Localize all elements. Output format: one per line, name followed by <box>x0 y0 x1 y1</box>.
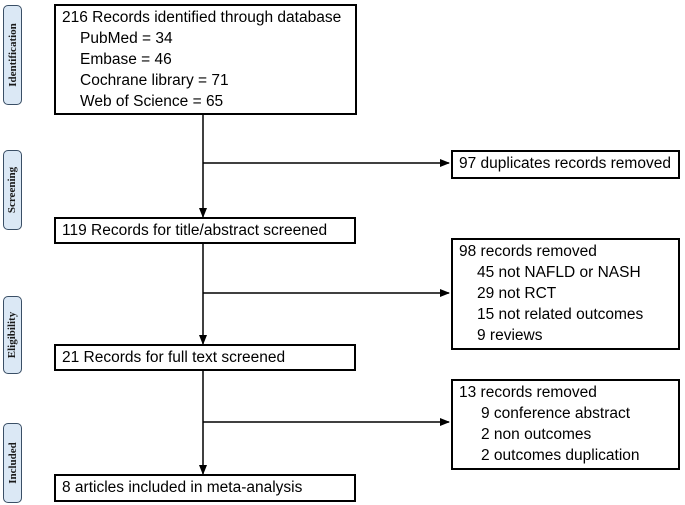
identification-box: 216 Records identified through database … <box>54 4 357 115</box>
duplicates-box: 97 duplicates records removed <box>451 150 680 179</box>
included-text: 8 articles included in meta-analysis <box>62 479 303 496</box>
duplicates-text: 97 duplicates records removed <box>459 155 671 172</box>
removed-1-item: 29 not RCT <box>477 285 557 302</box>
fulltext-text: 21 Records for full text screened <box>62 349 286 366</box>
removed-1-item: 45 not NAFLD or NASH <box>477 264 641 281</box>
removed-box-2: 13 records removed 9 conference abstract… <box>451 379 680 470</box>
screened-text: 119 Records for title/abstract screened <box>62 222 328 239</box>
screened-box: 119 Records for title/abstract screened <box>54 217 356 244</box>
source-pubmed: PubMed = 34 <box>80 30 173 47</box>
removed-2-item: 2 non outcomes <box>481 426 592 443</box>
removed-box-1: 98 records removed 45 not NAFLD or NASH … <box>451 238 680 350</box>
source-web-of-science: Web of Science = 65 <box>80 93 224 110</box>
phase-label-identification: Identification <box>3 5 22 105</box>
included-box: 8 articles included in meta-analysis <box>54 474 356 502</box>
fulltext-box: 21 Records for full text screened <box>54 344 356 371</box>
removed-1-item: 9 reviews <box>477 327 543 344</box>
removed-2-item: 2 outcomes duplication <box>481 447 640 464</box>
removed-2-item: 9 conference abstract <box>481 405 631 422</box>
source-cochrane: Cochrane library = 71 <box>80 72 229 89</box>
source-embase: Embase = 46 <box>80 51 172 68</box>
removed-2-title: 13 records removed <box>459 384 597 401</box>
removed-1-title: 98 records removed <box>459 243 597 260</box>
phase-label-screening: Screening <box>3 150 22 230</box>
phase-label-included: Included <box>3 423 22 503</box>
removed-1-item: 15 not related outcomes <box>477 306 644 323</box>
phase-label-eligibility: Eligibility <box>3 296 22 374</box>
identification-title: 216 Records identified through database <box>62 9 342 26</box>
